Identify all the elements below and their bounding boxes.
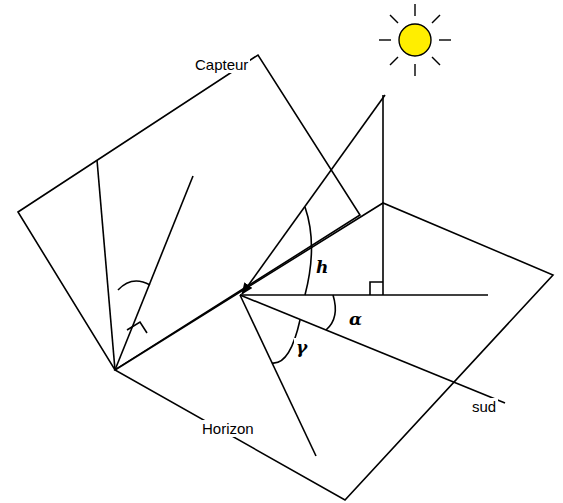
plane-label: Horizon <box>200 420 256 437</box>
plane-label: Capteur <box>193 56 250 73</box>
angle-label: α <box>347 310 364 330</box>
angle-label: γ <box>294 338 309 358</box>
direction-label: sud <box>470 398 498 415</box>
angle-label: h <box>314 258 330 278</box>
